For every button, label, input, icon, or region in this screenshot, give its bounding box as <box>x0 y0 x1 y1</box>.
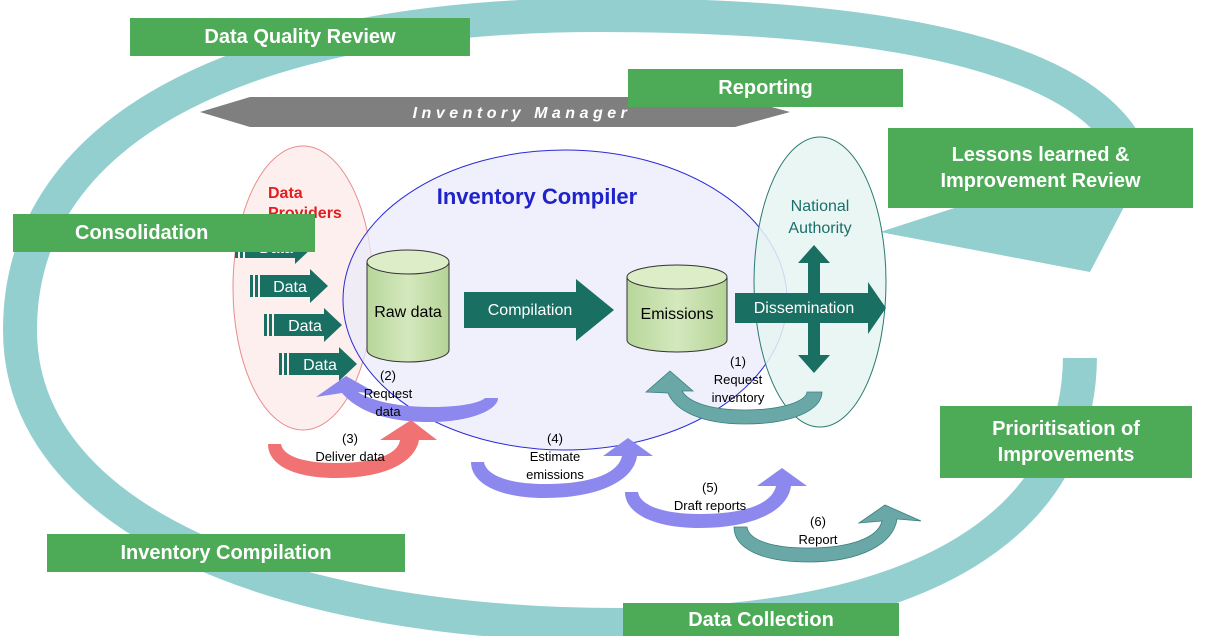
phase-label: Reporting <box>718 77 813 99</box>
data-providers-label-1: Data <box>268 185 303 202</box>
svg-text:(2): (2) <box>380 368 396 383</box>
emissions-label: Emissions <box>641 306 714 323</box>
national-authority-label-1: National <box>791 198 850 215</box>
svg-text:(3): (3) <box>342 431 358 446</box>
raw-data-label: Raw data <box>374 304 442 321</box>
phase-reporting: Reporting <box>628 69 903 107</box>
step-3-label: (3) Deliver data <box>315 431 385 464</box>
step-2-label: (2) Request data <box>364 368 413 419</box>
request-data-arrow <box>316 376 498 422</box>
phase-label-line2: Improvements <box>997 444 1135 466</box>
data-arrow-label: Data <box>288 318 322 335</box>
phase-label: Data Collection <box>688 608 834 631</box>
svg-text:(4): (4) <box>547 431 563 446</box>
estimate-emissions-arrow <box>471 438 653 498</box>
report-arrow <box>733 504 922 563</box>
deliver-data-arrow <box>268 420 437 478</box>
svg-text:emissions: emissions <box>526 467 584 482</box>
svg-text:inventory: inventory <box>712 390 765 405</box>
data-arrow-3: Data <box>264 308 342 342</box>
draft-reports-arrow <box>625 468 807 528</box>
step-6-label: (6) Report <box>798 514 837 547</box>
phase-inventory-compilation: Inventory Compilation <box>47 534 405 572</box>
compilation-label: Compilation <box>488 302 572 319</box>
phase-label: Inventory Compilation <box>120 542 332 564</box>
svg-text:Report: Report <box>798 532 837 547</box>
step-4-label: (4) Estimate emissions <box>526 431 584 482</box>
phase-prioritisation: Prioritisation of Improvements <box>940 406 1192 478</box>
svg-text:data: data <box>375 404 401 419</box>
step-5-label: (5) Draft reports <box>674 480 747 513</box>
emissions-cylinder: Emissions <box>626 264 728 353</box>
phase-data-collection: Data Collection <box>623 603 899 636</box>
svg-text:(5): (5) <box>702 480 718 495</box>
svg-text:Request: Request <box>714 372 763 387</box>
svg-text:(6): (6) <box>810 514 826 529</box>
phase-data-quality-review: Data Quality Review <box>130 18 470 56</box>
svg-text:Request: Request <box>364 386 413 401</box>
phase-lessons-learned: Lessons learned & Improvement Review <box>888 128 1193 208</box>
step-1-label: (1) Request inventory <box>712 354 765 405</box>
dissemination-label: Dissemination <box>754 300 854 317</box>
svg-text:(1): (1) <box>730 354 746 369</box>
phase-label: Data Quality Review <box>204 26 396 48</box>
data-arrow-label: Data <box>273 279 307 296</box>
national-authority-label-2: Authority <box>788 220 851 237</box>
raw-data-cylinder: Raw data <box>366 249 450 363</box>
phase-label: Consolidation <box>75 222 209 244</box>
svg-text:Deliver data: Deliver data <box>315 449 385 464</box>
compilation-arrow: Compilation <box>464 279 614 341</box>
request-inventory-arrow <box>644 370 823 425</box>
data-arrow-label: Data <box>303 357 337 374</box>
phase-label-line2: Improvement Review <box>940 170 1141 192</box>
dissemination-arrow: Dissemination <box>735 245 886 373</box>
data-arrow-2: Data <box>250 269 328 303</box>
phase-label-line1: Lessons learned & <box>951 144 1130 166</box>
phase-label-line1: Prioritisation of <box>992 418 1140 440</box>
data-arrow-4: Data <box>279 347 357 381</box>
svg-text:Estimate: Estimate <box>530 449 581 464</box>
svg-text:Draft reports: Draft reports <box>674 498 747 513</box>
inventory-manager-label: Inventory Manager <box>413 105 632 122</box>
cycle-ring <box>2 0 1157 636</box>
phase-consolidation: Consolidation <box>13 214 315 252</box>
inventory-compiler-label: Inventory Compiler <box>437 184 638 209</box>
